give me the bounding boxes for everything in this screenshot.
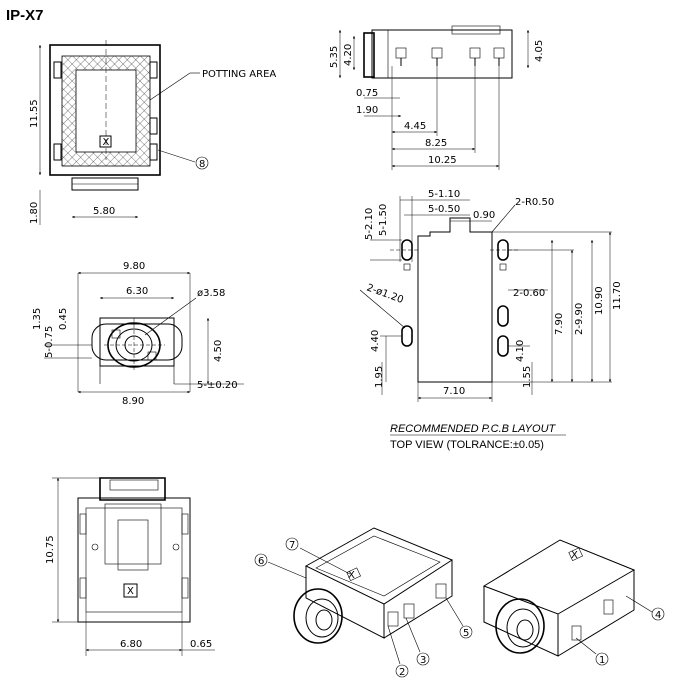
callout-3-circle xyxy=(416,652,430,666)
callout-5-circle xyxy=(459,625,473,639)
dim-5-0-50: 5-0.50 xyxy=(428,204,460,215)
callout-8-circle xyxy=(195,156,209,170)
top-left-view: X 11.55 1.80 5.80 POTTING AREA 8 xyxy=(29,40,276,225)
callout-4: 4 xyxy=(655,610,661,621)
callout-2: 2 xyxy=(399,667,405,678)
front-view: 9.80 6.30 ø3.58 1.35 5-0.75 0.45 4.50 5-… xyxy=(32,261,244,407)
dim-2-0-60: 2-0.60 xyxy=(513,288,545,299)
dim-0-65: 0.65 xyxy=(190,639,212,650)
dim-0-75: 0.75 xyxy=(356,88,378,99)
dim-2-dia-1-20: 2-ø1.20 xyxy=(365,282,405,305)
pcb-caption-subtitle: TOP VIEW (TOLRANCE:±0.05) xyxy=(390,439,544,451)
dim-5-35: 5.35 xyxy=(329,46,340,68)
pad-5 xyxy=(497,335,509,357)
callout-3: 3 xyxy=(420,655,426,666)
dim-4-45: 4.45 xyxy=(404,121,426,132)
dim-8-90: 8.90 xyxy=(122,396,144,407)
dim-5-pm-0-20: 5-±0.20 xyxy=(197,380,238,391)
dim-1-95: 1.95 xyxy=(374,366,385,388)
dim-4-10: 4.10 xyxy=(515,340,526,362)
dim-9-80: 9.80 xyxy=(123,261,145,272)
dim-4-40: 4.40 xyxy=(370,330,381,352)
dim-10-25: 10.25 xyxy=(428,155,457,166)
dim-base-height: 1.80 xyxy=(29,202,40,224)
callout-8: 8 xyxy=(199,159,205,170)
dim-0-45: 0.45 xyxy=(58,308,69,330)
dim-width: 5.80 xyxy=(93,206,115,217)
dim-5-2-10: 5-2.10 xyxy=(364,208,375,240)
bottom-x-box xyxy=(123,583,138,598)
iso2-x-mark: X xyxy=(571,550,578,561)
dim-0-90: 0.90 xyxy=(473,210,495,221)
front-body xyxy=(99,317,175,367)
x-mark: X xyxy=(103,137,110,148)
dim-2-r0-50: 2-R0.50 xyxy=(515,197,554,208)
dim-dia-3-58: ø3.58 xyxy=(197,288,225,299)
side-flange xyxy=(363,32,375,78)
dim-8-25: 8.25 xyxy=(425,138,447,149)
pcb-layout: 5-1.10 5-0.50 0.90 2-R0.50 5-2.10 5-1.50… xyxy=(359,189,623,451)
dim-1-35: 1.35 xyxy=(32,308,43,330)
dim-11-70: 11.70 xyxy=(612,281,623,310)
callout-1: 1 xyxy=(599,655,605,666)
callout-7: 7 xyxy=(289,540,295,551)
dim-1-55: 1.55 xyxy=(522,366,533,388)
iso1-x-mark: X xyxy=(348,570,355,581)
potting-area-label: POTTING AREA xyxy=(202,69,276,80)
iso2-jack-ring xyxy=(495,598,545,654)
iso-view-2: X 4 1 xyxy=(482,539,665,666)
bottom-left-view: X 10.75 6.80 0.65 xyxy=(45,477,215,656)
top-right-view: 5.35 4.20 4.05 0.75 1.90 4.45 8.25 10.25 xyxy=(329,25,545,170)
dim-7-10: 7.10 xyxy=(443,386,465,397)
iso1-jack-ring xyxy=(293,588,343,644)
dim-4-20: 4.20 xyxy=(343,44,354,66)
dim-5-1-50: 5-1.50 xyxy=(378,204,389,236)
callout-1-circle xyxy=(595,652,609,666)
dim-10-75: 10.75 xyxy=(45,535,56,564)
dim-5-1-10: 5-1.10 xyxy=(428,189,460,200)
dim-4-50: 4.50 xyxy=(213,340,224,362)
dim-5-0-75: 5-0.75 xyxy=(44,326,55,358)
iso1-top-face xyxy=(304,527,454,605)
dim-6-80: 6.80 xyxy=(120,639,142,650)
drawing-title: IP-X7 xyxy=(6,7,44,24)
dim-7-90: 7.90 xyxy=(554,313,565,335)
dim-4-05: 4.05 xyxy=(534,40,545,62)
x-mark-box xyxy=(99,135,112,148)
pad-4 xyxy=(497,305,509,327)
dim-10-90: 10.90 xyxy=(594,286,605,315)
outer-housing xyxy=(49,44,161,176)
iso-view-1: X 7 6 5 2 3 xyxy=(254,527,473,678)
callout-5: 5 xyxy=(463,628,469,639)
callout-6: 6 xyxy=(258,556,264,567)
pad-2 xyxy=(401,325,413,347)
dim-height: 11.55 xyxy=(29,99,40,128)
dim-1-90: 1.90 xyxy=(356,105,378,116)
pcb-outline xyxy=(417,217,493,383)
bottom-body xyxy=(77,497,191,623)
callout-7-circle xyxy=(285,537,299,551)
potting-inner xyxy=(75,69,137,153)
pcb-caption-title: RECOMMENDED P.C.B LAYOUT xyxy=(390,423,557,435)
dim-2-9-90: 2-9.90 xyxy=(574,303,585,335)
callout-6-circle xyxy=(254,553,268,567)
side-body xyxy=(371,29,513,79)
callout-2-circle xyxy=(395,664,409,678)
callout-4-circle xyxy=(651,607,665,621)
dim-6-30: 6.30 xyxy=(126,286,148,297)
bottom-jack-top xyxy=(99,477,166,501)
bottom-x-mark: X xyxy=(127,586,134,597)
